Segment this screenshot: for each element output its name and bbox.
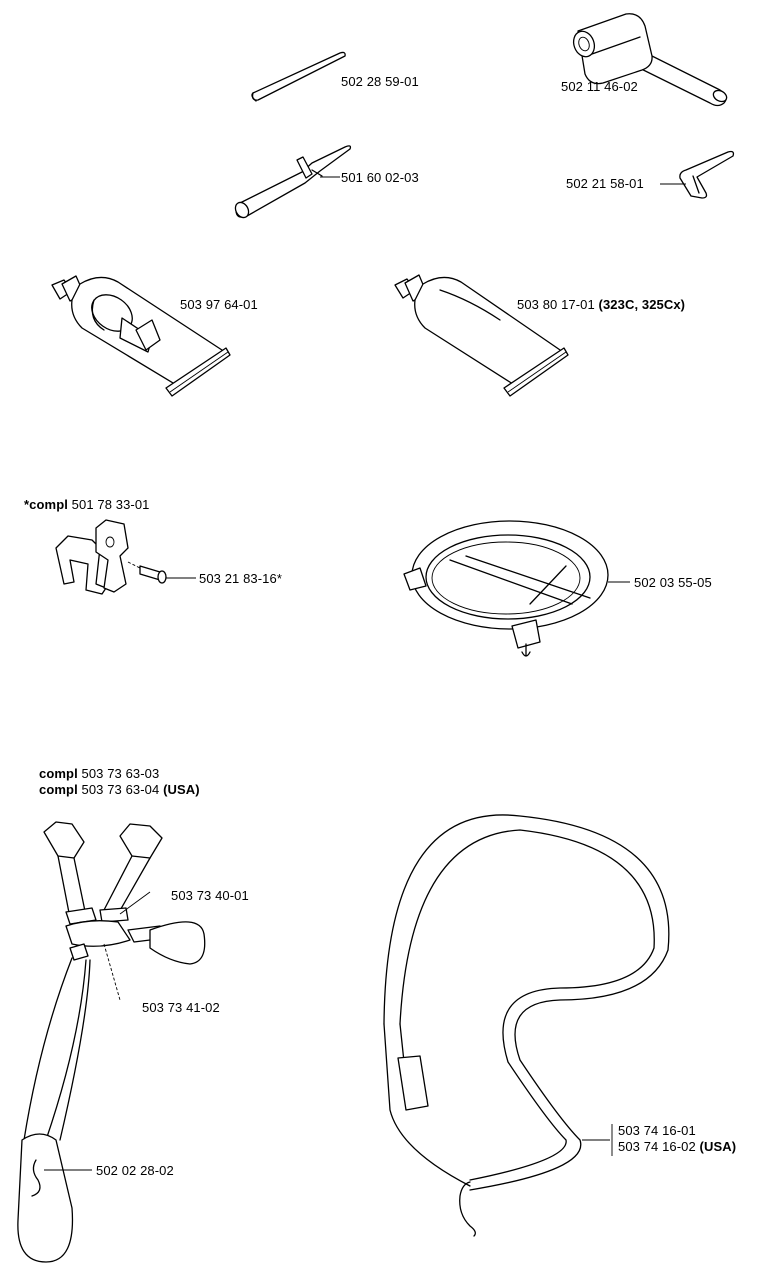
- part-number: 501 78 33-01: [71, 497, 150, 512]
- part-number-label: 503 73 40-01: [171, 888, 249, 903]
- guard-ring-drawing: [403, 520, 630, 657]
- part-number-label: 503 80 17-01 (323C, 325Cx): [517, 297, 685, 312]
- part-number-label: 503 74 16-02 (USA): [618, 1139, 736, 1154]
- part-number-label: 503 74 16-01: [618, 1123, 696, 1138]
- rod-tool-drawing: [251, 51, 346, 102]
- part-number: 503 74 16-02: [618, 1139, 696, 1154]
- part-number-label: 502 11 46-02: [561, 79, 638, 94]
- part-number-label: 502 28 59-01: [341, 74, 419, 89]
- part-number-label: 503 21 83-16*: [199, 571, 282, 586]
- part-number-label: 503 97 64-01: [180, 297, 258, 312]
- region-note: (USA): [699, 1139, 737, 1154]
- allen-key-drawing: [679, 150, 735, 199]
- clamp-assembly-drawing: [55, 519, 196, 595]
- part-number-label: 502 21 58-01: [566, 176, 644, 191]
- part-number: 503 73 63-04: [81, 782, 160, 797]
- region-note: (USA): [163, 782, 200, 797]
- part-number-label: 502 02 28-02: [96, 1163, 174, 1178]
- t-wrench-drawing: [572, 13, 728, 107]
- kit-prefix: *compl: [24, 497, 68, 512]
- grease-tube-2-drawing: [394, 274, 569, 397]
- part-number-label: 501 60 02-03: [341, 170, 419, 185]
- part-number-label: 502 03 55-05: [634, 575, 712, 590]
- kit-label: compl 503 73 63-04 (USA): [39, 782, 200, 797]
- grease-tube-1-drawing: [51, 275, 231, 397]
- kit-prefix: compl: [39, 766, 78, 781]
- kit-label: *compl 501 78 33-01: [24, 497, 150, 512]
- harness-drawing: [17, 821, 206, 1263]
- shoulder-strap-drawing: [383, 814, 670, 1237]
- kit-prefix: compl: [39, 782, 78, 797]
- part-number: 503 80 17-01: [517, 297, 595, 312]
- model-note: (323C, 325Cx): [598, 297, 686, 312]
- part-number: 503 73 63-03: [81, 766, 160, 781]
- part-number-label: 503 73 41-02: [142, 1000, 220, 1015]
- shaft-tool-drawing: [234, 145, 352, 219]
- kit-label: compl 503 73 63-03: [39, 766, 159, 781]
